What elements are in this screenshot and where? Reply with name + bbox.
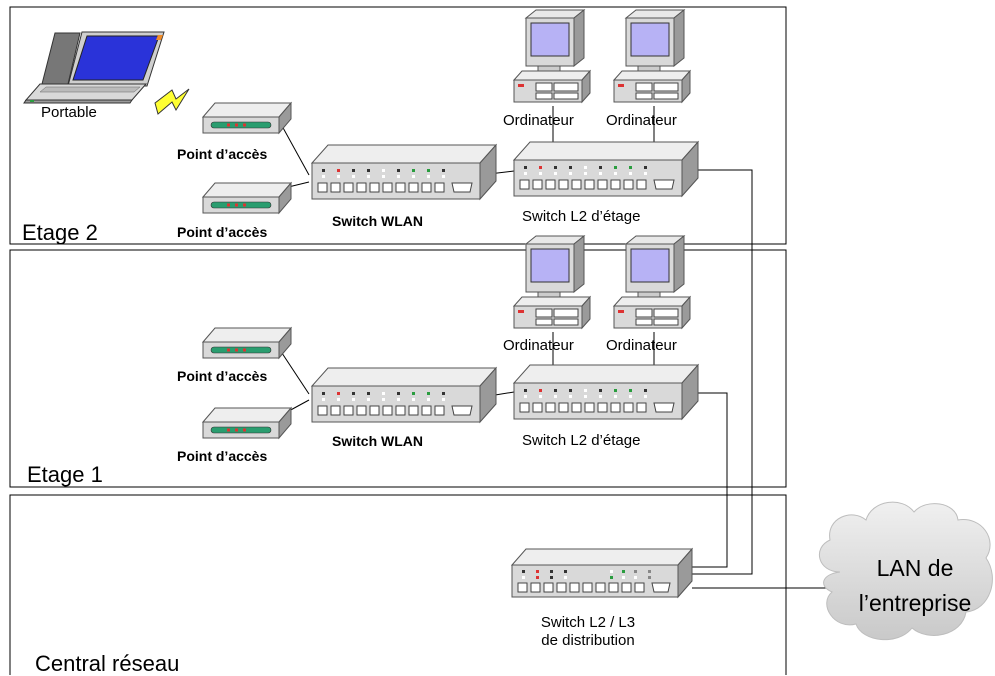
access-point-icon xyxy=(202,102,292,134)
ordinateur-label: Ordinateur xyxy=(606,112,677,129)
distribution-switch-icon xyxy=(511,548,693,598)
floor-etage1-box xyxy=(9,249,787,488)
computer-icon xyxy=(513,9,591,103)
floor-central-box xyxy=(9,494,787,675)
access-point-icon xyxy=(202,182,292,214)
lan-cloud-icon xyxy=(819,501,993,641)
connection-lines xyxy=(275,106,832,589)
floor-etage1-label: Etage 1 xyxy=(27,462,103,487)
switch-wlan-icon xyxy=(311,144,497,200)
distribution-switch-label-line2: de distribution xyxy=(541,632,635,649)
cloud-label-line1: LAN de xyxy=(876,555,954,581)
cloud-label-line2: l’entreprise xyxy=(858,590,972,616)
switch-l2-label: Switch L2 d’étage xyxy=(522,432,641,449)
point-acces-label: Point d’accès xyxy=(177,224,268,240)
floor-central-label: Central réseau xyxy=(35,651,180,676)
switch-wlan-icon xyxy=(311,367,497,423)
laptop-icon xyxy=(23,31,165,104)
floor-etage2-box xyxy=(9,6,787,245)
portable-label: Portable xyxy=(41,104,97,121)
ordinateur-label: Ordinateur xyxy=(503,337,574,354)
computer-icon xyxy=(613,9,691,103)
point-acces-label: Point d’accès xyxy=(177,368,268,384)
wireless-lightning-icon xyxy=(154,88,190,115)
point-acces-label: Point d’accès xyxy=(177,146,268,162)
floor-etage2-label: Etage 2 xyxy=(22,220,98,245)
switch-wlan-label: Switch WLAN xyxy=(332,433,423,449)
switch-l2-icon xyxy=(513,141,699,197)
switch-l2-label: Switch L2 d’étage xyxy=(522,208,641,225)
ordinateur-label: Ordinateur xyxy=(503,112,574,129)
access-point-icon xyxy=(202,407,292,439)
distribution-switch-label-line1: Switch L2 / L3 xyxy=(540,614,636,631)
point-acces-label: Point d’accès xyxy=(177,448,268,464)
access-point-icon xyxy=(202,327,292,359)
ordinateur-label: Ordinateur xyxy=(606,337,677,354)
switch-wlan-label: Switch WLAN xyxy=(332,213,423,229)
switch-l2-icon xyxy=(513,364,699,420)
